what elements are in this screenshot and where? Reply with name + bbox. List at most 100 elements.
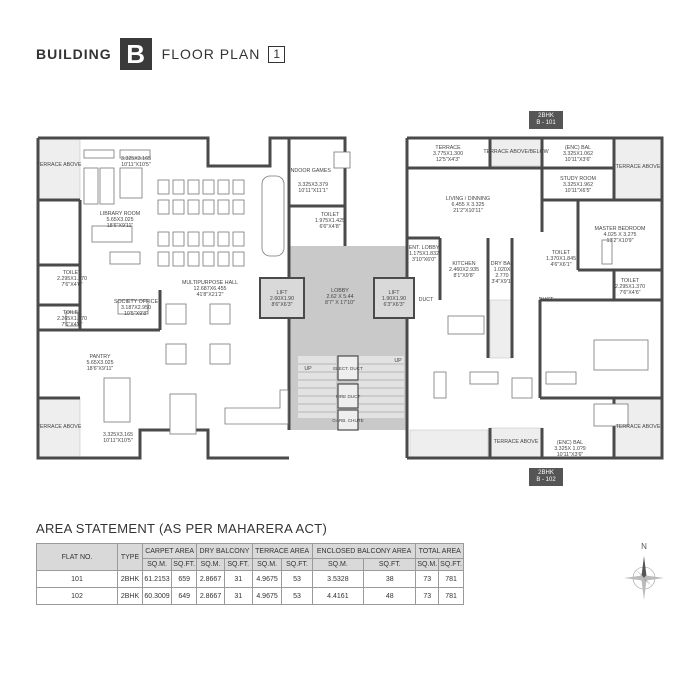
- svg-text:DUCT: DUCT: [419, 297, 434, 303]
- imp-upper-room: 10'11"X10'5": [121, 162, 151, 168]
- svg-text:3.325X3.379: 3.325X3.379: [298, 182, 328, 188]
- svg-text:10'11"X3'6": 10'11"X3'6": [565, 157, 592, 163]
- svg-text:UP: UP: [304, 366, 312, 372]
- svg-text:8'1"X9'8": 8'1"X9'8": [453, 273, 474, 279]
- unit-tag-bottom-type: 2BHK: [538, 470, 554, 476]
- svg-text:5.65X3.025: 5.65X3.025: [86, 360, 113, 366]
- svg-text:6.455 X 3.325: 6.455 X 3.325: [452, 202, 485, 208]
- label-study: STUDY ROOM: [560, 176, 596, 182]
- svg-text:KITCHEN: KITCHEN: [452, 261, 475, 267]
- svg-text:6'6"X4'8": 6'6"X4'8": [319, 224, 340, 230]
- svg-text:TOILET: TOILET: [552, 250, 571, 256]
- dim-lift-2: 1.90X1.90: [382, 296, 406, 302]
- svg-text:3.775X1.300: 3.775X1.300: [433, 151, 463, 157]
- svg-text:7'6"X4'6": 7'6"X4'6": [61, 282, 82, 288]
- svg-text:LIBRARY ROOM: LIBRARY ROOM: [100, 211, 140, 217]
- svg-text:6'3"X6'3": 6'3"X6'3": [383, 302, 404, 308]
- svg-text:18'6"X9'11": 18'6"X9'11": [87, 366, 114, 372]
- col-dry-balcony: DRY BALCONY: [196, 543, 253, 559]
- imp-multipurpose: 41'8"X21'2": [197, 292, 224, 298]
- cell-total-sqm: 73: [415, 587, 440, 605]
- svg-text:TERRACE ABOVE: TERRACE ABOVE: [616, 164, 661, 170]
- imp2-dry-bal: 3'4"X9'1": [491, 279, 512, 285]
- svg-text:ENT. LOBBY: ENT. LOBBY: [409, 245, 440, 251]
- dim-multipurpose: 12.687X6.455: [194, 286, 227, 292]
- dim-ent-lobby: 1.175X1.832: [409, 251, 439, 257]
- room-labels: TERRACE ABOVE 3.325X3.165 10'11"X10'5" L…: [37, 145, 661, 458]
- dim-master-bed: 4.025 X 3.275: [604, 232, 637, 238]
- imp-living: 21'2"X10'11": [453, 208, 483, 214]
- unit-tag-top-type: 2BHK: [538, 113, 554, 119]
- svg-text:PANTRY: PANTRY: [90, 354, 111, 360]
- dim-toilet-l1: 2.295X1.370: [57, 276, 87, 282]
- svg-text:1.90X1.90: 1.90X1.90: [382, 296, 406, 302]
- svg-text:DRY BAL: DRY BAL: [491, 261, 514, 267]
- flat-furniture: [333, 151, 649, 427]
- svg-text:LIFT: LIFT: [389, 290, 401, 296]
- unit-tag-bottom-unit: B - 102: [536, 477, 556, 483]
- svg-text:4.025 X 3.275: 4.025 X 3.275: [604, 232, 637, 238]
- label-duct-2: DUCT: [539, 297, 554, 303]
- svg-text:18'6"X9'11": 18'6"X9'11": [107, 223, 134, 229]
- sub-carpet-sqft: SQ.FT.: [171, 558, 198, 571]
- sub-total-sqft: SQ.FT.: [438, 558, 464, 571]
- lift-boxes: [259, 277, 415, 319]
- cell-carpet-sqm: 61.2153: [141, 570, 173, 588]
- svg-text:TERRACE ABOVE/BELOW: TERRACE ABOVE/BELOW: [483, 149, 548, 155]
- svg-text:1.370X1.845: 1.370X1.845: [546, 256, 576, 262]
- imp-study: 10'11"X6'5": [565, 188, 592, 194]
- imp-lift-1: 8'6"X6'3": [271, 302, 292, 308]
- imp-ent-lobby: 3'10"X6'0": [412, 257, 436, 263]
- svg-text:5.65X3.025: 5.65X3.025: [106, 217, 133, 223]
- svg-text:2.60X1.90: 2.60X1.90: [270, 296, 294, 302]
- cell-dry-sqm: 2.8667: [196, 587, 225, 605]
- svg-text:3'4"X9'1": 3'4"X9'1": [491, 279, 512, 285]
- svg-text:3.325X3.165: 3.325X3.165: [103, 432, 133, 438]
- imp-master-bed: 13'2"X10'9": [607, 238, 634, 244]
- building-label: BUILDING: [36, 46, 112, 62]
- svg-text:1.175X1.832: 1.175X1.832: [409, 251, 439, 257]
- svg-text:3.325X1.062: 3.325X1.062: [563, 151, 593, 157]
- page-header: BUILDING B FLOOR PLAN 1: [36, 38, 286, 70]
- label-toilet-l1: TOILET: [63, 270, 82, 276]
- compass-north-label: N: [641, 542, 647, 551]
- label-living: LIVING / DINNING: [446, 196, 490, 202]
- cell-enc-sqft: 38: [363, 570, 417, 588]
- area-statement-title: AREA STATEMENT (AS PER MAHARERA ACT): [36, 521, 328, 536]
- svg-text:4'6"X6'1": 4'6"X6'1": [550, 262, 571, 268]
- svg-text:7'6"X4'6": 7'6"X4'6": [61, 322, 82, 328]
- imp-society-office: 10'5"X9'8": [124, 311, 148, 317]
- svg-text:3.325X 1.0?9: 3.325X 1.0?9: [554, 446, 586, 452]
- hall-tables: [165, 303, 289, 435]
- imp-kitchen: 8'1"X9'8": [453, 273, 474, 279]
- svg-text:3.325X1.962: 3.325X1.962: [563, 182, 593, 188]
- library-furniture: [65, 149, 151, 423]
- label-terrace-tr: TERRACE ABOVE: [616, 164, 661, 170]
- label-society-office: SOCIETY OFFICE: [114, 299, 159, 305]
- label-enc-bal-bottom: (ENC) BAL: [557, 440, 583, 446]
- svg-text:FIRE DUCT: FIRE DUCT: [336, 394, 361, 399]
- label-terrace-bm: TERRACE ABOVE: [494, 439, 539, 445]
- svg-text:LOBBY: LOBBY: [331, 288, 349, 294]
- svg-text:MULTIPURPOSE HALL: MULTIPURPOSE HALL: [182, 280, 238, 286]
- svg-text:TERRACE ABOVE: TERRACE ABOVE: [37, 162, 82, 168]
- cell-total-sqft: 781: [438, 587, 464, 605]
- imp-lower-room: 10'11"X10'5": [103, 438, 133, 444]
- imp-toilet-l2: 7'6"X4'6": [61, 322, 82, 328]
- svg-text:GARB. CHUTE: GARB. CHUTE: [332, 418, 363, 423]
- label-garb-chute: GARB. CHUTE: [332, 418, 363, 423]
- label-dry-bal: DRY BAL: [491, 261, 514, 267]
- svg-text:TERRACE ABOVE: TERRACE ABOVE: [616, 424, 661, 430]
- svg-text:LIFT: LIFT: [277, 290, 289, 296]
- col-flat-no: FLAT NO.: [36, 543, 118, 571]
- dim-toilet-r2: 2.295X1.370: [615, 284, 645, 290]
- imp-enc-bal-bottom: 10'11"X3'6": [557, 452, 584, 458]
- label-kitchen: KITCHEN: [452, 261, 475, 267]
- svg-text:STUDY ROOM: STUDY ROOM: [560, 176, 596, 182]
- svg-text:LIVING / DINNING: LIVING / DINNING: [446, 196, 490, 202]
- svg-text:10'11"X10'5": 10'11"X10'5": [103, 438, 133, 444]
- label-ent-lobby: ENT. LOBBY: [409, 245, 440, 251]
- dim-enc-bal-top: 3.325X1.062: [563, 151, 593, 157]
- label-enc-bal-top: (ENC) BAL: [565, 145, 591, 151]
- cell-total-sqm: 73: [415, 570, 440, 588]
